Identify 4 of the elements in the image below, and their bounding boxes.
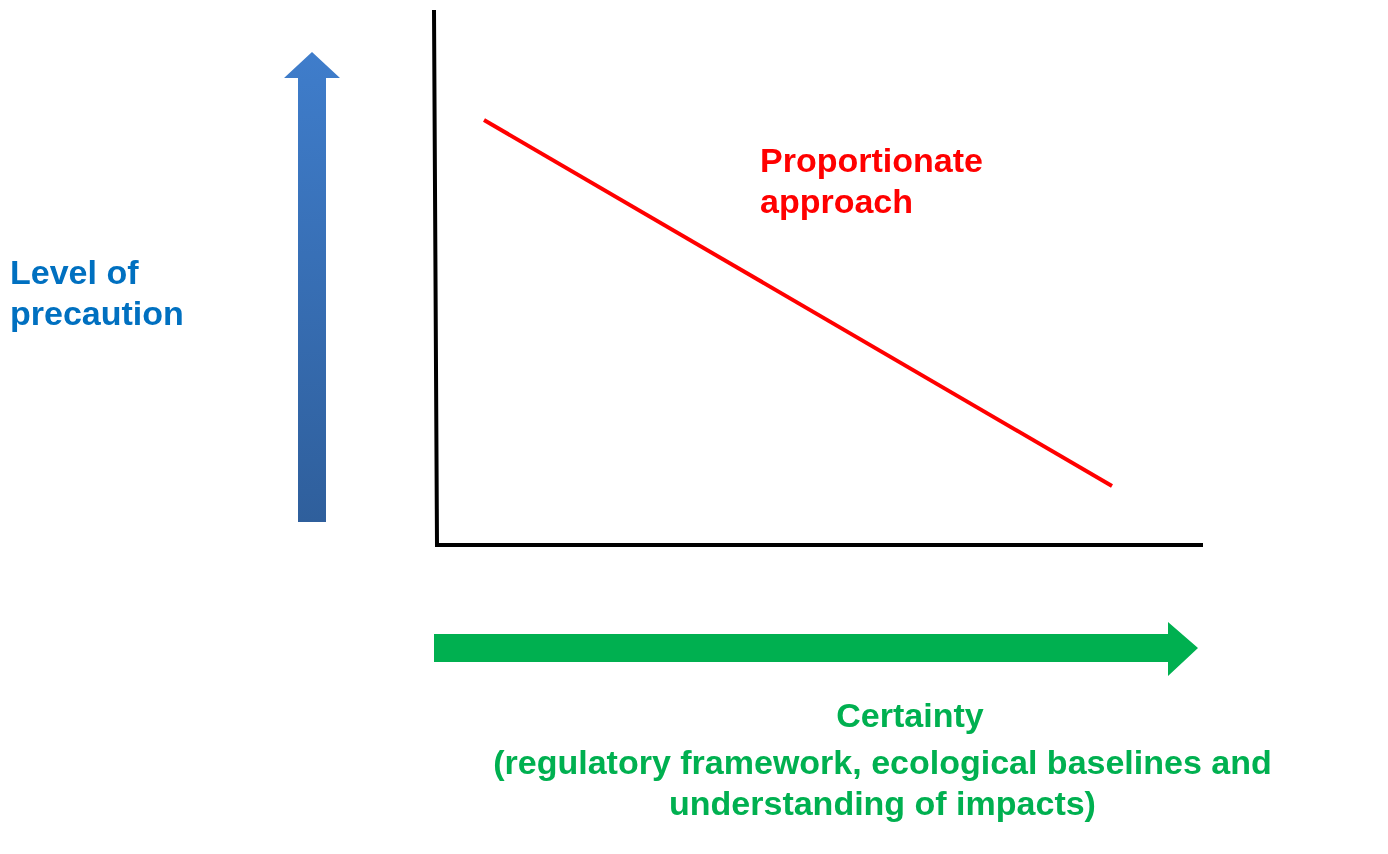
axis-label: Level of precaution	[10, 252, 185, 334]
curve-label: Proportionate approach	[760, 140, 984, 222]
axis-label: Certainty	[835, 695, 985, 736]
axis-note: (regulatory framework, ecological baselines and understanding of impacts)	[492, 742, 1273, 824]
